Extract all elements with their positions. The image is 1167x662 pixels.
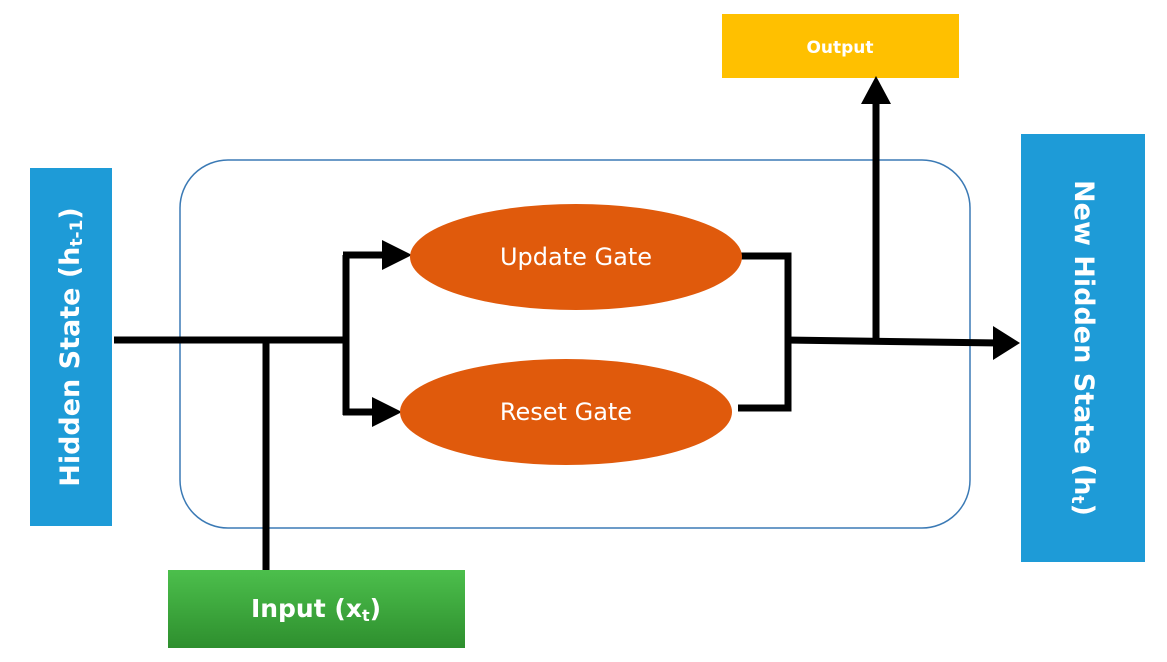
update-arrow-head [382, 240, 412, 270]
reset-gate [400, 359, 732, 465]
output-arrow-head [861, 76, 891, 104]
hidden-state-box [30, 168, 112, 526]
new-hidden-arrow-head [993, 326, 1020, 360]
update-out-line [740, 252, 792, 343]
output-box [722, 14, 959, 78]
reset-gate-label: Reset Gate [500, 398, 632, 426]
update-gate [410, 204, 742, 310]
merge-line [784, 336, 1001, 347]
arrow-heads [372, 76, 1020, 427]
reset-out-line [738, 338, 792, 412]
reset-arrow-head [372, 397, 402, 427]
update-gate-label: Update Gate [500, 243, 652, 271]
output-label: Output [806, 38, 873, 58]
connector-lines [114, 100, 1001, 570]
hidden-state-label: Hidden State (ht-1) [55, 207, 88, 487]
input-label: Input (xt) [251, 594, 381, 625]
input-box [168, 570, 465, 648]
new-hidden-state-box [1021, 134, 1145, 562]
new-hidden-state-label: New Hidden State (ht) [1067, 180, 1100, 516]
